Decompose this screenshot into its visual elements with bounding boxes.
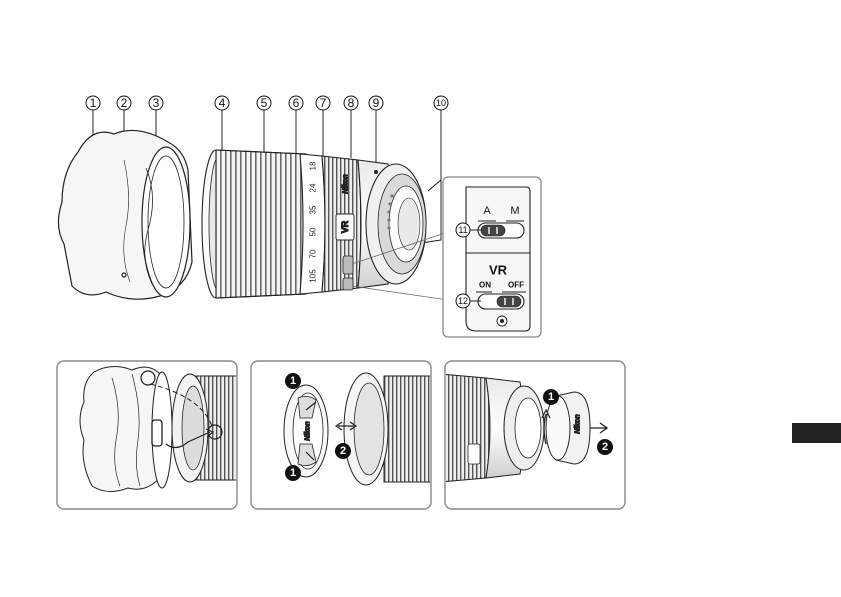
vr-label-on: ON <box>479 281 491 290</box>
svg-text:70: 70 <box>309 249 318 258</box>
callout-10: 10 <box>434 96 448 110</box>
callout-7: 7 <box>316 96 330 110</box>
mount-index-icon <box>497 316 507 326</box>
lens-hood <box>58 130 192 299</box>
svg-text:1: 1 <box>548 391 554 403</box>
svg-text:24: 24 <box>309 183 318 192</box>
step-2: 2 <box>335 443 351 459</box>
svg-text:1: 1 <box>90 96 97 110</box>
svg-text:12: 12 <box>458 296 468 306</box>
svg-text:5: 5 <box>261 96 268 110</box>
svg-text:2: 2 <box>340 445 346 457</box>
svg-text:Nikon: Nikon <box>575 414 582 433</box>
svg-text:Nikon: Nikon <box>305 421 312 440</box>
svg-text:3: 3 <box>153 96 160 110</box>
svg-text:VR: VR <box>340 220 350 233</box>
callout-labels: 1 2 3 4 5 6 7 8 9 10 <box>86 96 448 110</box>
section-tab-marker <box>792 423 841 443</box>
svg-text:4: 4 <box>219 96 226 110</box>
panel-hood-attach <box>57 361 240 509</box>
callout-4: 4 <box>215 96 229 110</box>
af-label-a: A <box>483 205 491 217</box>
svg-text:105: 105 <box>309 269 318 283</box>
svg-text:7: 7 <box>320 96 327 110</box>
callout-2: 2 <box>117 96 131 110</box>
step-1: 1 <box>543 389 559 405</box>
panel-rear-cap: Nikon 1 2 <box>440 361 625 509</box>
callout-8: 8 <box>344 96 358 110</box>
callout-3: 3 <box>149 96 163 110</box>
svg-text:8: 8 <box>348 96 355 110</box>
step-1-top: 1 <box>285 373 301 389</box>
svg-text:2: 2 <box>121 96 128 110</box>
callout-6: 6 <box>289 96 303 110</box>
svg-text:10: 10 <box>436 98 446 108</box>
svg-text:50: 50 <box>309 227 318 236</box>
svg-text:Nikon: Nikon <box>343 174 350 193</box>
svg-text:1: 1 <box>290 375 296 387</box>
callout-9: 9 <box>369 96 383 110</box>
callout-1: 1 <box>86 96 100 110</box>
callout-5: 5 <box>257 96 271 110</box>
svg-text:1: 1 <box>290 467 296 479</box>
svg-text:35: 35 <box>309 205 318 214</box>
step-1-bottom: 1 <box>285 465 301 481</box>
step-2: 2 <box>597 439 613 455</box>
svg-text:2: 2 <box>602 441 608 453</box>
svg-text:11: 11 <box>458 225 467 235</box>
svg-text:18: 18 <box>309 161 318 170</box>
af-label-m: M <box>510 205 519 217</box>
switch-inset-panel: A M 11 VR ON OFF 12 <box>443 177 541 337</box>
svg-text:9: 9 <box>373 96 380 110</box>
panel-front-cap: Nikon 1 1 2 <box>251 361 432 509</box>
vr-title: VR <box>489 263 508 278</box>
vr-label-off: OFF <box>508 281 524 290</box>
svg-text:6: 6 <box>293 96 300 110</box>
